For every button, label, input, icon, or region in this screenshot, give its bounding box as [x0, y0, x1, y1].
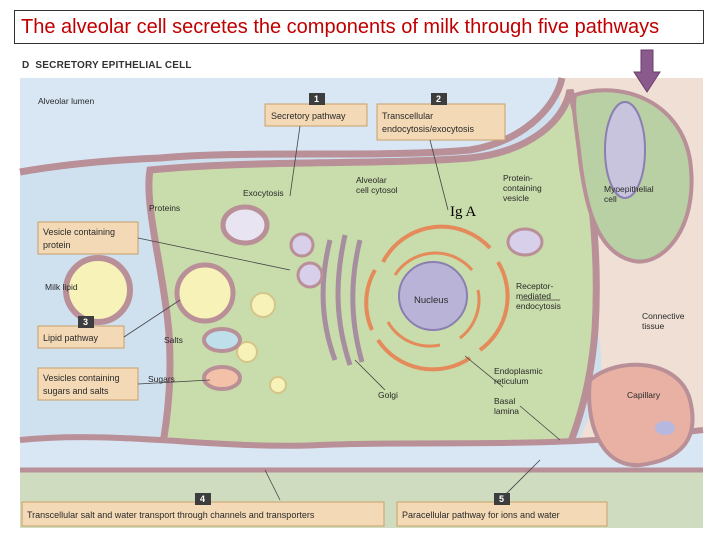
label-receptor-1: Receptor-	[516, 281, 553, 291]
leader-sugars	[137, 379, 211, 385]
basal-membrane	[19, 427, 704, 449]
vesicles-sugars-salts-box	[37, 367, 139, 401]
lumen-bottom-band	[20, 430, 703, 470]
number-2: 2	[436, 94, 441, 104]
leader-bottom-5	[499, 459, 541, 501]
golgi-1	[320, 239, 338, 361]
label-connective-2: tissue	[642, 321, 664, 331]
box-transcellular-2: endocytosis/exocytosis	[382, 124, 475, 134]
label-myoepithelial-2: cell	[604, 194, 617, 204]
label-alveolar-cytosol-1: Alveolar	[356, 175, 387, 185]
box-vesicles-sugars-2: sugars and salts	[43, 386, 109, 396]
down-arrow-icon	[633, 49, 661, 93]
lipid-droplet-2	[174, 262, 236, 324]
capillary	[587, 362, 695, 468]
label-connective-1: Connective	[642, 311, 685, 321]
er-arc-2	[478, 260, 510, 352]
label-protein-vesicle-3: vesicle	[503, 193, 529, 203]
er-inner-1	[393, 251, 474, 276]
panel-letter: D	[22, 60, 30, 71]
epithelial-cell-body	[145, 89, 600, 504]
box-vesicle-protein-2: protein	[43, 240, 71, 250]
label-basal-1: Basal	[494, 396, 515, 406]
number-badge-4	[195, 493, 211, 505]
panel-heading: D SECRETORY EPITHELIAL CELL	[22, 60, 192, 71]
label-salts: Salts	[164, 335, 183, 345]
nucleus	[398, 261, 468, 331]
er-arc-3	[376, 338, 472, 372]
label-protein-vesicle-2: containing	[503, 183, 542, 193]
number-4: 4	[200, 494, 205, 504]
label-alveolar-lumen: Alveolar lumen	[38, 96, 94, 106]
salts-vesicle	[202, 327, 242, 353]
label-myoepithelial-1: Myoepithelial	[604, 184, 654, 194]
leader-lipid	[123, 299, 181, 338]
label-sugars: Sugars	[148, 374, 175, 384]
label-er-2: reticulum	[494, 376, 528, 386]
label-exocytosis: Exocytosis	[243, 188, 284, 198]
label-nucleus: Nucleus	[414, 295, 449, 306]
er-inner-2	[459, 289, 481, 340]
number-badge-3	[78, 316, 94, 328]
protein-vesicle-small-2	[296, 261, 324, 289]
number-badge-2	[431, 93, 447, 105]
lipid-droplet-3	[250, 292, 276, 318]
label-capillary: Capillary	[627, 390, 661, 400]
label-protein-vesicle-1: Protein-	[503, 173, 533, 183]
leader-secretory	[289, 125, 301, 197]
slide-title: The alveolar cell secretes the component…	[21, 16, 660, 38]
label-er-1: Endoplasmic	[494, 366, 543, 376]
leader-er	[464, 355, 504, 388]
number-5: 5	[499, 494, 504, 504]
number-3: 3	[83, 317, 88, 327]
leader-basal	[519, 405, 561, 441]
golgi-2	[335, 234, 353, 366]
protein-containing-vesicle	[506, 227, 544, 257]
myoepithelial-nucleus	[604, 101, 646, 199]
er-arc-1	[381, 224, 492, 263]
iga-annotation: Ig A	[450, 204, 476, 220]
er-inner-3	[386, 321, 441, 348]
leader-transcellular	[429, 139, 449, 211]
label-receptor-3: endocytosis	[516, 301, 561, 311]
lipid-droplet-5	[269, 376, 287, 394]
label-proteins: Proteins	[149, 203, 180, 213]
paracellular-pathway-box	[396, 501, 608, 527]
box-transcellular-1: Transcellular	[382, 111, 433, 121]
box-vesicle-protein-1: Vesicle containing	[43, 227, 115, 237]
number-badge-1	[309, 93, 325, 105]
box-lipid-pathway: Lipid pathway	[43, 333, 99, 343]
golgi-3	[350, 239, 365, 363]
capillary-cell	[655, 421, 675, 435]
leader-vesicle-protein	[137, 237, 291, 271]
box-transcellular-salt: Transcellular salt and water transport t…	[27, 510, 315, 520]
label-basal-2: lamina	[494, 406, 519, 416]
apical-membrane-top	[19, 77, 566, 176]
vesicle-containing-protein-box	[37, 221, 139, 255]
protein-vesicle-small-1	[289, 232, 315, 258]
label-milk-lipid: Milk lipid	[45, 282, 78, 292]
number-1: 1	[314, 94, 319, 104]
number-badge-5	[494, 493, 510, 505]
box-secretory-pathway: Secretory pathway	[271, 111, 346, 121]
transcellular-salt-water-box	[21, 501, 385, 527]
leader-golgi	[354, 359, 386, 391]
panel-heading-text: SECRETORY EPITHELIAL CELL	[35, 60, 192, 71]
sugars-vesicle	[202, 365, 242, 391]
exocytosis-vesicle	[220, 204, 270, 246]
slide-title-box: The alveolar cell secretes the component…	[14, 10, 704, 44]
transcellular-endocytosis-box	[376, 103, 506, 141]
label-alveolar-cytosol-2: cell cytosol	[356, 185, 398, 195]
milk-lipid-droplet	[63, 255, 133, 325]
box-vesicles-sugars-1: Vesicles containing	[43, 373, 120, 383]
label-golgi: Golgi	[378, 390, 398, 400]
lipid-droplet-4	[236, 341, 258, 363]
label-receptor-2: mediated	[516, 291, 551, 301]
box-paracellular: Paracellular pathway for ions and water	[402, 510, 560, 520]
er-arc-4	[364, 269, 377, 331]
leader-bottom-4	[264, 469, 281, 501]
